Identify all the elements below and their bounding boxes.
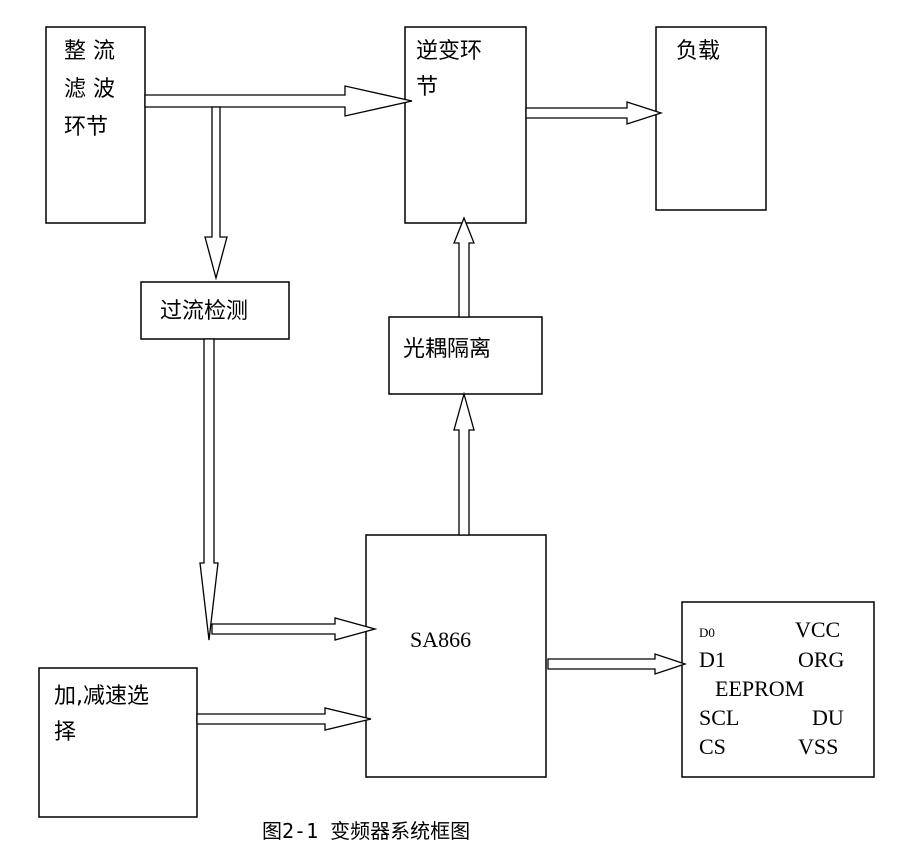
load-label: 负载 [676, 39, 720, 64]
arrow-inverter-to-load [525, 101, 664, 125]
controller-label: SA866 [410, 627, 471, 652]
eeprom-pin-vss: VSS [798, 734, 838, 759]
inverter-block: 逆变环 节 [404, 26, 527, 224]
arrow-controller-to-eeprom [547, 653, 688, 675]
eeprom-pin-vcc: VCC [795, 617, 840, 642]
eeprom-pin-d0: D0 [699, 625, 715, 640]
arrow-rectifier-to-inverter [144, 85, 413, 117]
rectifier-label-line-2: 滤 波 [64, 77, 115, 102]
eeprom-pin-org: ORG [798, 647, 845, 672]
eeprom-chip-name: EEPROM [715, 676, 804, 701]
eeprom-pin-du: DU [812, 705, 844, 730]
load-block: 负载 [655, 26, 767, 211]
inverter-label-line-2: 节 [416, 75, 438, 100]
eeprom-pin-d1: D1 [699, 647, 726, 672]
overcurrent-label: 过流检测 [160, 299, 248, 324]
rectifier-label-line-3: 环节 [64, 115, 108, 140]
arrow-overcurrent-to-controller [211, 617, 378, 641]
arrow-speed-select-to-controller [196, 707, 372, 731]
arrow-bus-to-overcurrent [204, 106, 228, 281]
figure-caption: 图2-1 变频器系统框图 [262, 819, 470, 843]
rectifier-label-line-1: 整 流 [64, 39, 115, 64]
overcurrent-detection-block: 过流检测 [140, 281, 290, 340]
eeprom-pin-cs: CS [699, 734, 726, 759]
speed-select-label-line-2: 择 [54, 720, 76, 745]
inverter-label-line-1: 逆变环 [416, 39, 482, 64]
arrow-controller-to-optocoupler [453, 391, 475, 536]
speed-select-label-line-1: 加,减速选 [54, 684, 149, 709]
optocoupler-isolation-block: 光耦隔离 [388, 316, 543, 395]
speed-select-block: 加,减速选 择 [38, 667, 198, 818]
sa866-controller-block: SA866 [365, 534, 547, 778]
arrow-overcurrent-down [199, 338, 219, 641]
eeprom-chip-block: D0 VCC D1 ORG EEPROM SCL DU CS VSS [681, 601, 875, 778]
arrow-optocoupler-to-inverter [453, 216, 475, 318]
eeprom-pin-scl: SCL [699, 705, 739, 730]
optocoupler-label: 光耦隔离 [403, 337, 491, 362]
rectifier-filter-block: 整 流 滤 波 环节 [45, 26, 146, 224]
